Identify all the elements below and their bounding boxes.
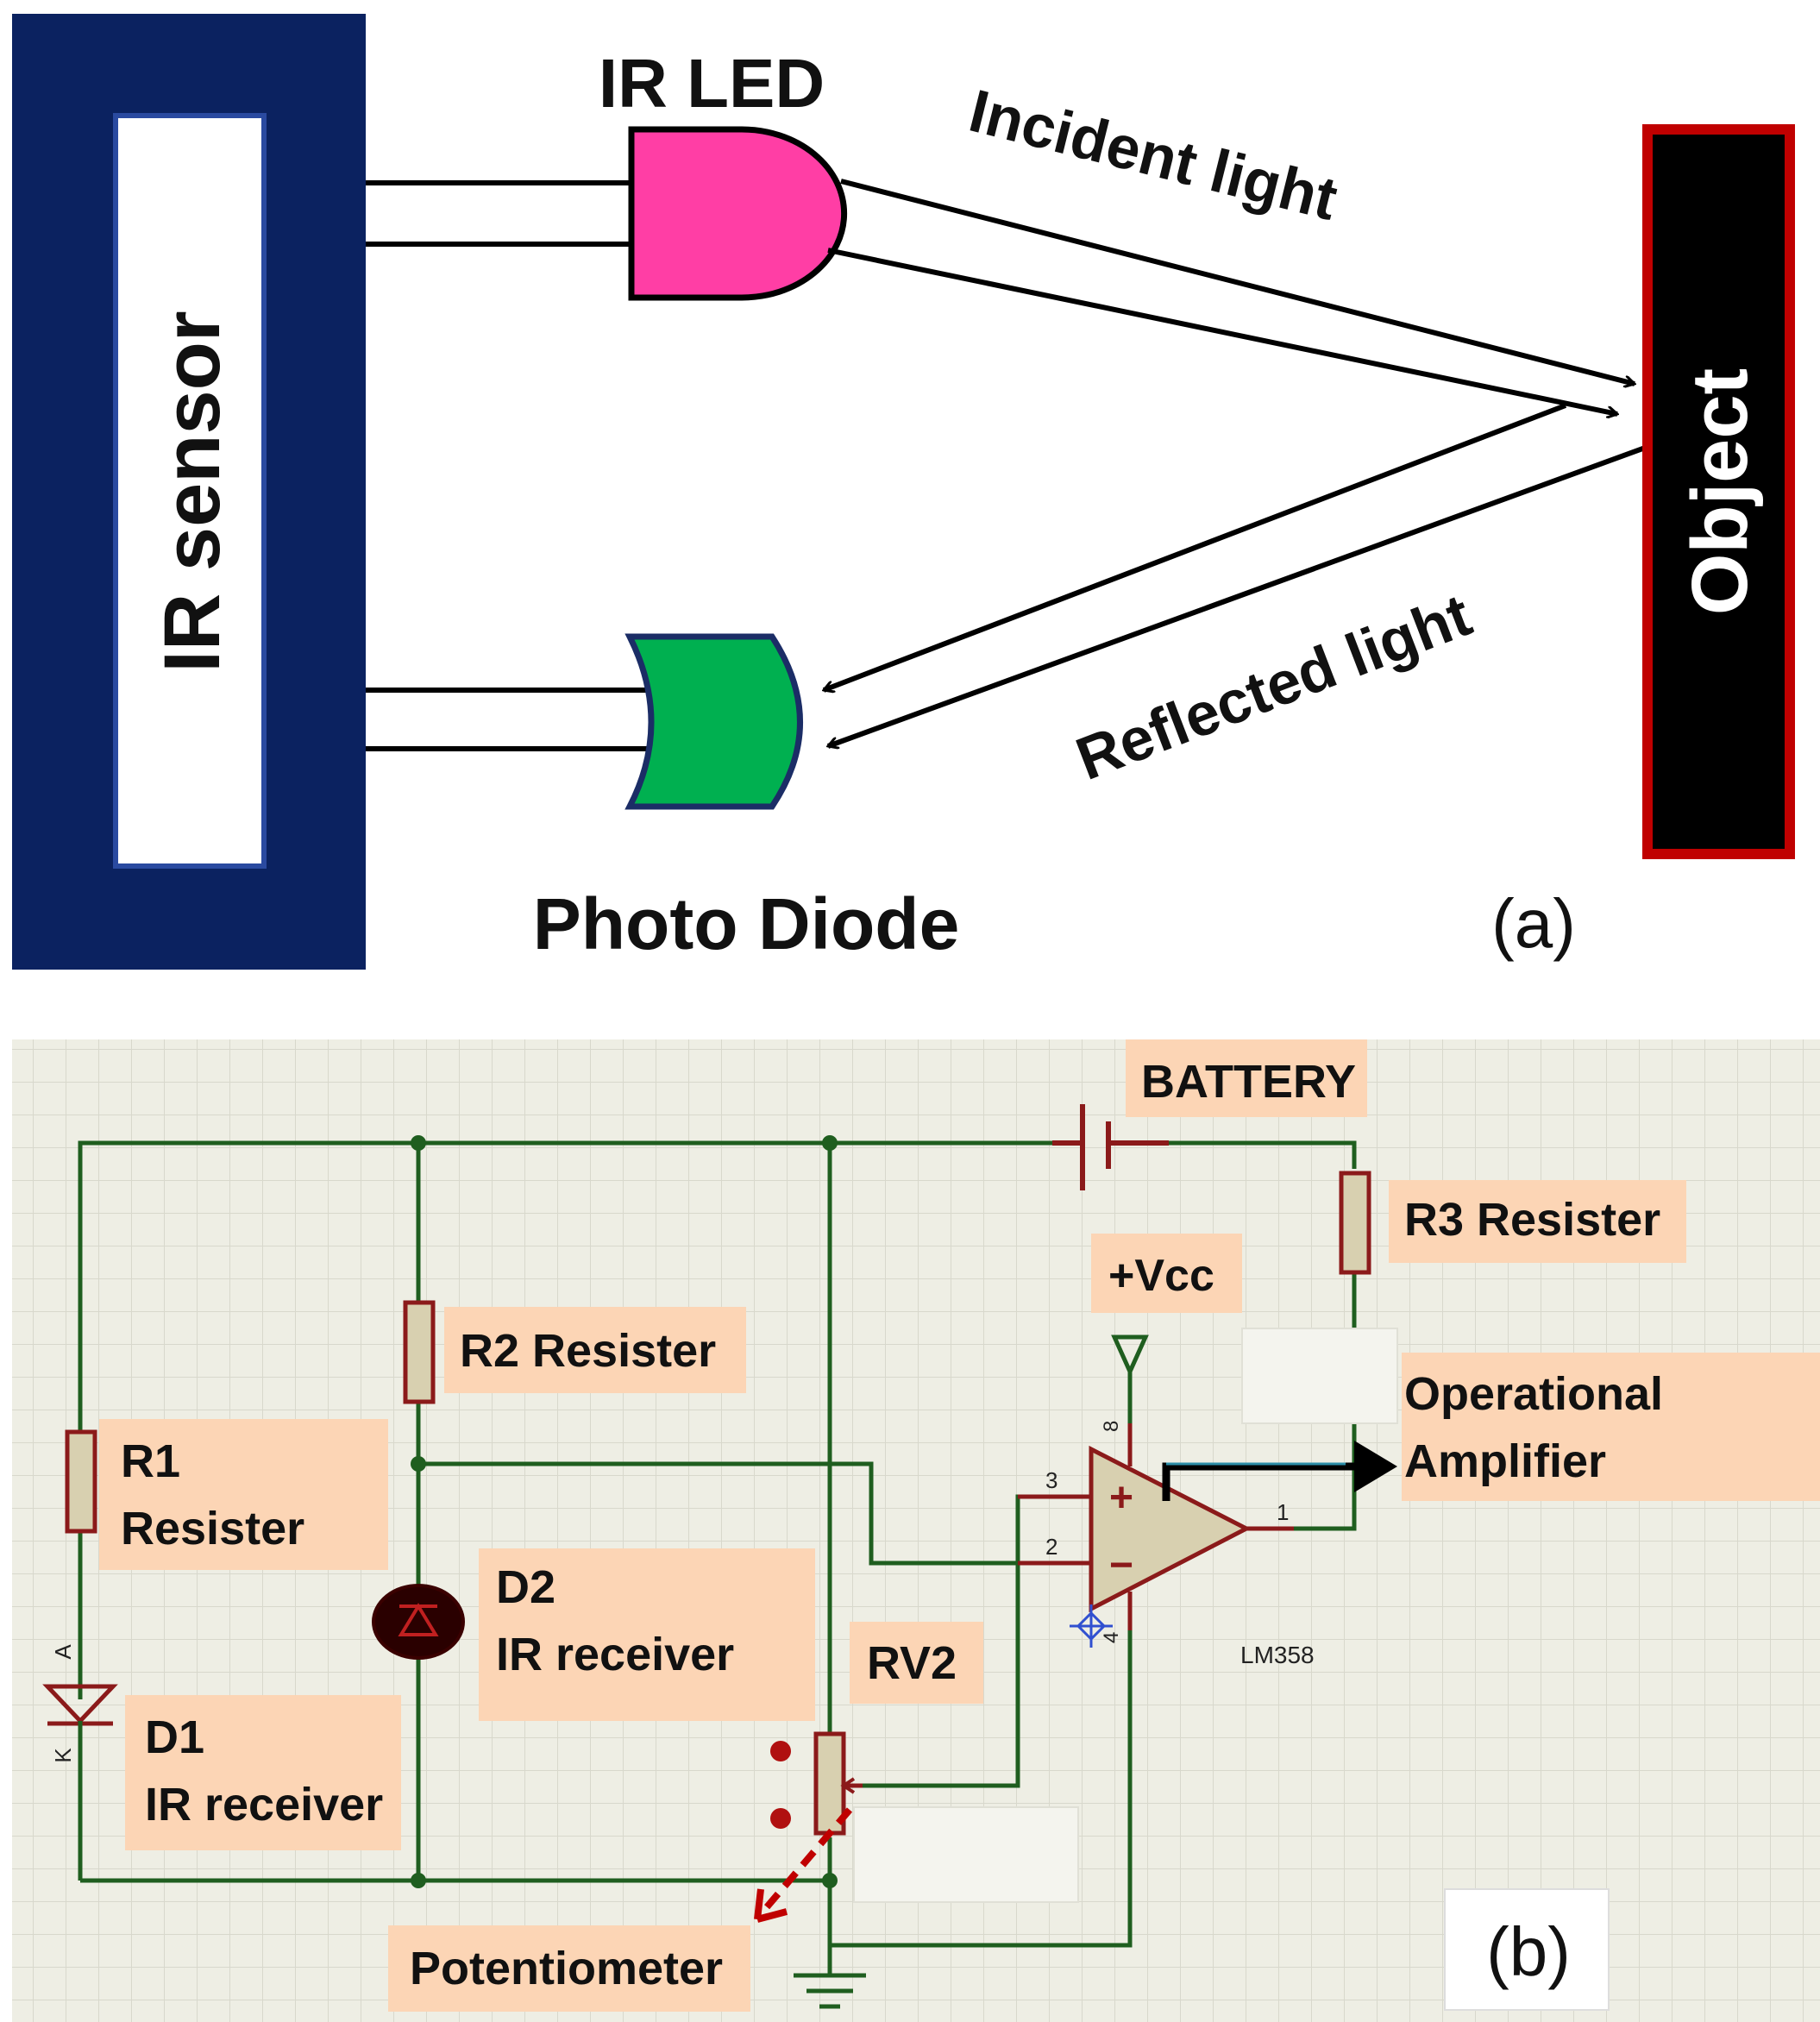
- d2-receiver-icon: [372, 1584, 465, 1660]
- r2-label: R2 Resister: [460, 1325, 716, 1377]
- output-arrow: [1162, 1441, 1397, 1501]
- r2-resistor-icon: [403, 1300, 436, 1404]
- pin-3-label: 3: [1045, 1467, 1057, 1493]
- photo-diode: Photo Diode: [533, 633, 960, 964]
- junctions: [411, 1135, 838, 1888]
- reflected-ray-1: [824, 403, 1567, 690]
- opamp-plus: +: [1109, 1475, 1133, 1521]
- label-potentiometer: Potentiometer: [388, 1925, 750, 2012]
- battery-icon: [1052, 1104, 1169, 1190]
- label-vcc: +Vcc: [1091, 1234, 1242, 1313]
- incident-ray-2: [827, 248, 1617, 414]
- incident-label: Incident light: [963, 77, 1343, 233]
- opamp-label-line2: Amplifier: [1404, 1435, 1606, 1487]
- pin-8-label: 8: [1100, 1421, 1123, 1432]
- sensor-wires: [366, 180, 656, 751]
- anode-label: A: [50, 1644, 76, 1660]
- faint-patch: [1241, 1328, 1398, 1424]
- light-rays: [824, 179, 1649, 746]
- d1-receiver-icon: [42, 1684, 118, 1881]
- potentiometer-icon: [770, 1731, 863, 1836]
- r3-resistor-icon: [1339, 1171, 1371, 1275]
- label-battery: BATTERY: [1126, 1039, 1367, 1117]
- r1-resistor-icon: [65, 1429, 97, 1534]
- incident-ray-1: [840, 179, 1635, 384]
- sensor-inner: [113, 113, 267, 869]
- sensor-label: IR sensor: [148, 311, 236, 672]
- resistors: [65, 1171, 1371, 1534]
- r3-label: R3 Resister: [1404, 1194, 1660, 1246]
- label-d1: D1 IR receiver: [125, 1695, 401, 1850]
- reflected-ray-2: [828, 444, 1649, 746]
- object-label: Object: [1676, 368, 1764, 615]
- opamp-icon: + − 3 2 1 8 4 LM358: [1018, 1421, 1315, 1668]
- battery-label: BATTERY: [1141, 1056, 1356, 1108]
- label-d2: D2 IR receiver: [479, 1548, 815, 1721]
- label-r3: R3 Resister: [1389, 1180, 1686, 1263]
- opamp-label-line1: Operational: [1404, 1368, 1663, 1420]
- cathode-label: K: [50, 1748, 76, 1763]
- reflected-label: Reflected light: [1067, 581, 1479, 793]
- panel-b-tag: (b): [1486, 1913, 1571, 1990]
- label-rv2: RV2: [850, 1622, 983, 1704]
- label-r1: R1 Resister: [99, 1419, 388, 1570]
- r1-label-line1: R1: [121, 1435, 180, 1487]
- d2-label-line1: D2: [496, 1561, 555, 1613]
- led-label: IR LED: [599, 45, 825, 122]
- r1-label-line2: Resister: [121, 1503, 304, 1554]
- opamp-minus: −: [1109, 1542, 1133, 1588]
- ir-sensor-block: IR sensor: [12, 14, 366, 970]
- label-opamp: Operational Amplifier: [1402, 1353, 1820, 1501]
- vcc-icon: [1111, 1334, 1149, 1423]
- label-panel-b: (b): [1444, 1888, 1610, 2011]
- ir-led-shape: [628, 126, 848, 301]
- photodiode-label: Photo Diode: [533, 883, 960, 964]
- label-r2: R2 Resister: [444, 1307, 746, 1393]
- faint-patch-2: [853, 1806, 1079, 1903]
- d1-label-line2: IR receiver: [145, 1779, 383, 1830]
- object-rect: [1642, 124, 1795, 859]
- d1-label-line1: D1: [145, 1711, 204, 1763]
- pot-label: Potentiometer: [410, 1943, 723, 1994]
- ground-icon: [794, 1945, 866, 2009]
- origin-marker-icon: [1070, 1604, 1113, 1648]
- d2-label-line2: IR receiver: [496, 1629, 734, 1680]
- panel-b: A K + − 3 2 1 8 4 LM358: [12, 1039, 1820, 2022]
- object-block: Object: [1642, 124, 1795, 859]
- rv2-label: RV2: [867, 1637, 957, 1689]
- pin-2-label: 2: [1045, 1534, 1057, 1560]
- ir-led: IR LED: [599, 45, 848, 301]
- pin-1-label: 1: [1277, 1499, 1289, 1525]
- panel-a-tag: (a): [1491, 885, 1576, 962]
- photo-diode-shape: [624, 633, 803, 810]
- chip-label: LM358: [1240, 1642, 1315, 1668]
- panel-a: IR sensor IR LED Photo Diode Incident li…: [12, 14, 1795, 970]
- pointer-arrow: [754, 1807, 853, 1923]
- pin-4-label: 4: [1100, 1632, 1123, 1643]
- vcc-label: +Vcc: [1108, 1251, 1214, 1301]
